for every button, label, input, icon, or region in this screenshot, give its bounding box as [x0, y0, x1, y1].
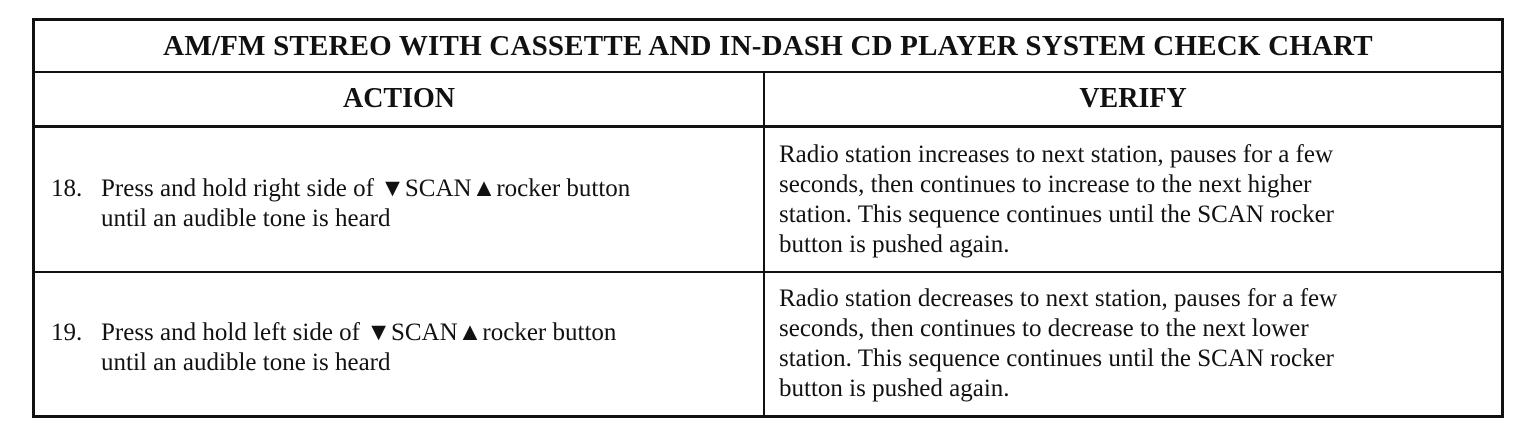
verify-line: Radio station decreases to next station,… [779, 285, 1338, 312]
verify-cell-18: Radio station increases to next station,… [765, 128, 1501, 273]
column-header-verify: VERIFY [765, 73, 1501, 128]
chart-title: AM/FM STEREO WITH CASSETTE AND IN-DASH C… [35, 21, 1501, 73]
action-line: Press and hold left side of ▼SCAN▲rocker… [101, 319, 617, 346]
action-text: Press and hold left side of ▼SCAN▲rocker… [101, 318, 753, 378]
action-line: until an audible tone is heard [101, 205, 391, 232]
step-number: 18. [51, 175, 83, 202]
system-check-chart: AM/FM STEREO WITH CASSETTE AND IN-DASH C… [32, 18, 1504, 418]
verify-line: seconds, then continues to decrease to t… [779, 315, 1309, 342]
verify-cell-19: Radio station decreases to next station,… [765, 273, 1501, 415]
step-number: 19. [51, 319, 83, 346]
action-cell-19: 19. Press and hold left side of ▼SCAN▲ro… [35, 273, 765, 415]
action-line: until an audible tone is heard [101, 349, 391, 376]
verify-line: station. This sequence continues until t… [779, 345, 1334, 372]
verify-line: station. This sequence continues until t… [779, 201, 1334, 228]
action-line: Press and hold right side of ▼SCAN▲rocke… [101, 175, 631, 202]
verify-line: button is pushed again. [779, 231, 1010, 258]
verify-line: button is pushed again. [779, 375, 1010, 402]
column-header-action: ACTION [35, 73, 765, 128]
action-text: Press and hold right side of ▼SCAN▲rocke… [101, 174, 753, 234]
action-cell-18: 18. Press and hold right side of ▼SCAN▲r… [35, 128, 765, 273]
verify-line: Radio station increases to next station,… [779, 141, 1334, 168]
verify-line: seconds, then continues to increase to t… [779, 171, 1312, 198]
